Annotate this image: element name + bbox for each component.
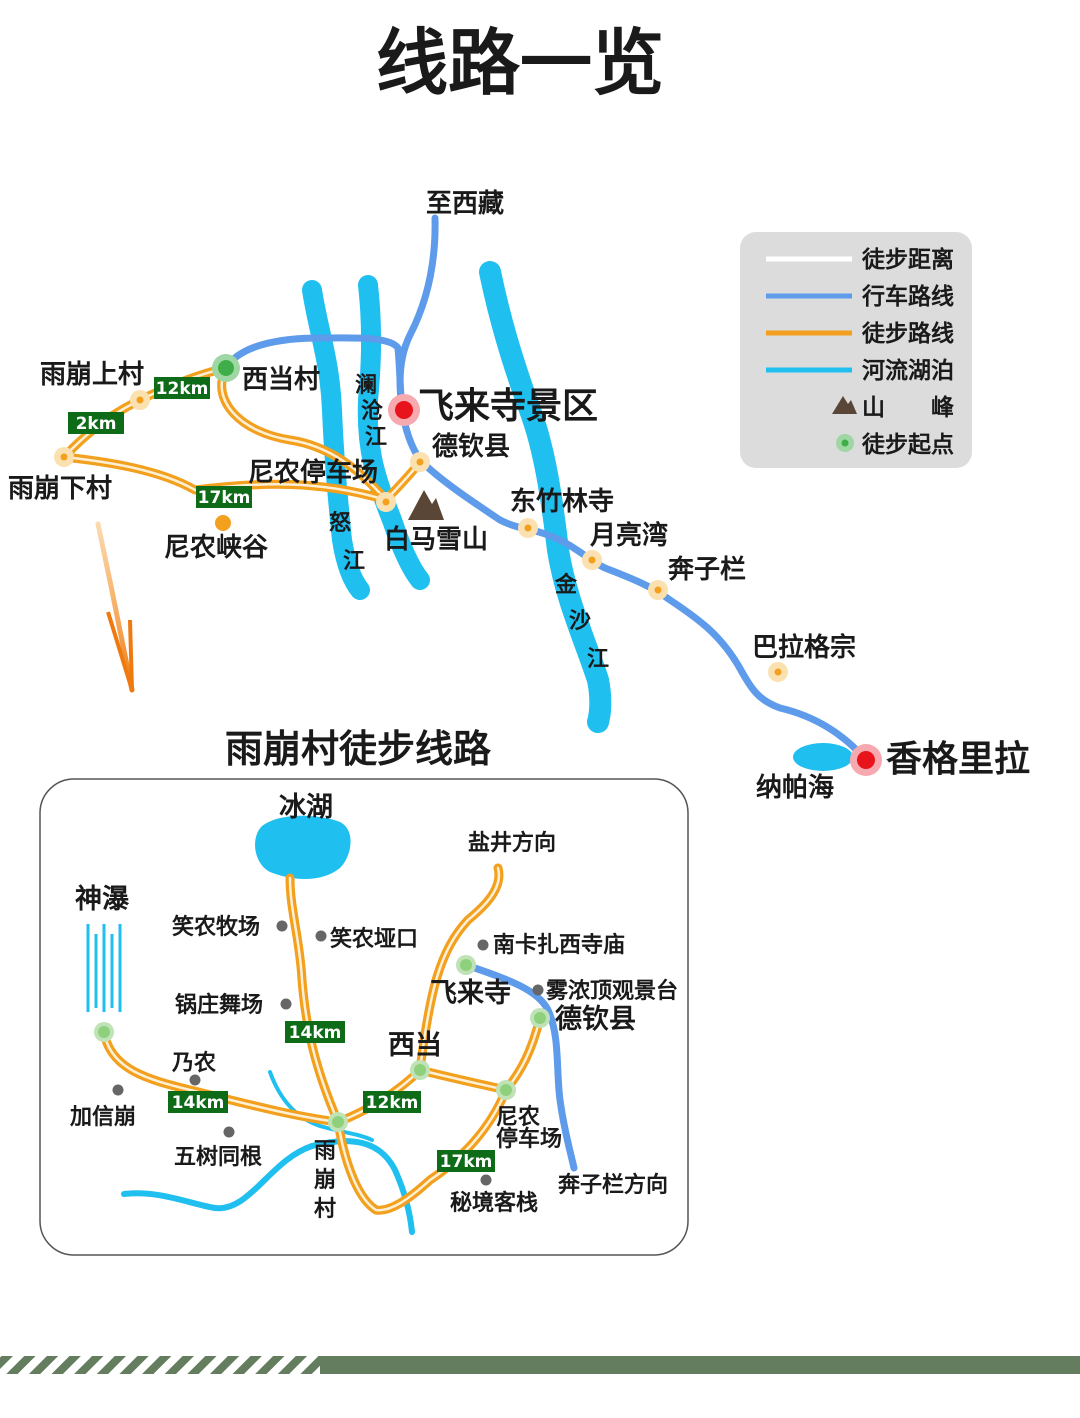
napahai-lake <box>793 743 853 771</box>
footer-hatch <box>0 1356 320 1374</box>
label-balagezong: 巴拉格宗 <box>752 632 856 663</box>
footer-bar <box>0 1356 1080 1374</box>
label-baima-mountain: 白马雪山 <box>384 524 488 555</box>
svg-text:江: 江 <box>365 425 387 450</box>
inset-label-yubeng: 雨 崩 村 <box>314 1139 336 1222</box>
inset-distance-badge-0: 14km <box>285 1021 345 1043</box>
label-feilai-scenic: 飞来寺景区 <box>418 386 598 427</box>
svg-text:12km: 12km <box>156 379 209 399</box>
legend-label-2: 徒步路线 <box>861 320 954 347</box>
distance-badge-12km: 12km <box>154 377 210 399</box>
svg-text:17km: 17km <box>440 1152 493 1172</box>
gorge-marker <box>215 515 231 531</box>
label-dongzhulin: 东竹林寺 <box>510 486 614 517</box>
road-to-tibet <box>396 214 439 412</box>
distance-badge-17km: 17km <box>196 486 252 508</box>
road-feilai-shangrila <box>398 404 870 764</box>
inset-distance-badge-2: 12km <box>363 1091 421 1113</box>
distance-badge-2km: 2km <box>68 412 124 434</box>
svg-text:尼农: 尼农 <box>496 1104 540 1130</box>
svg-text:江: 江 <box>343 549 365 574</box>
inset-road <box>462 961 578 1172</box>
footer-solid <box>320 1356 1080 1374</box>
inset-distance-badge-1: 14km <box>168 1091 228 1113</box>
svg-text:停车场: 停车场 <box>496 1126 562 1152</box>
inset-poi-dots <box>112 920 544 1186</box>
inset-label-shenpu: 神瀑 <box>75 884 130 915</box>
inset-label-xidang: 西当 <box>388 1030 442 1061</box>
inset-label-feilai-temple: 飞来寺 <box>430 978 511 1009</box>
inset-distance-badge-3: 17km <box>437 1150 495 1172</box>
inset-label-xiaonong-pass: 笑农垭口 <box>330 926 418 952</box>
inset-label-mijing: 秘境客栈 <box>450 1190 538 1216</box>
legend-label-5: 徒步起点 <box>861 431 954 458</box>
svg-text:崩: 崩 <box>314 1168 336 1193</box>
inset-label-ice-lake: 冰湖 <box>279 792 333 823</box>
svg-text:12km: 12km <box>366 1093 419 1113</box>
inset-label-deqin: 德钦县 <box>555 1004 636 1035</box>
mountain-icon <box>408 490 444 520</box>
svg-text:沙: 沙 <box>569 609 591 634</box>
label-to-tibet: 至西藏 <box>426 189 504 219</box>
label-ninong-gorge: 尼农峡谷 <box>164 533 269 563</box>
svg-text:17km: 17km <box>198 488 251 508</box>
label-shangri-la: 香格里拉 <box>886 739 1030 780</box>
label-napahai: 纳帕海 <box>756 772 834 803</box>
inset-label-nainong: 乃农 <box>171 1050 216 1076</box>
svg-text:村: 村 <box>314 1197 336 1222</box>
inset-label-yanjing: 盐井方向 <box>468 830 556 856</box>
inset-label-guozhuang: 锅庄舞场 <box>175 992 263 1018</box>
svg-text:2km: 2km <box>76 414 117 434</box>
river-label-jinsha: 金 沙 江 <box>554 572 609 672</box>
svg-text:怒: 怒 <box>329 510 351 536</box>
inset-label-wunong: 雾浓顶观景台 <box>546 978 678 1004</box>
inset-title: 雨崩村徒步线路 <box>225 727 492 771</box>
svg-text:14km: 14km <box>289 1023 342 1043</box>
inset-label-ninong-parking: 尼农 停车场 <box>496 1104 562 1152</box>
inset-label-benzilan: 奔子栏方向 <box>558 1172 668 1198</box>
road-xidang-loop <box>222 334 406 412</box>
legend-panel <box>740 232 972 468</box>
label-yubeng-upper: 雨崩上村 <box>40 360 144 390</box>
label-deqin: 德钦县 <box>432 432 510 462</box>
waterfall-icon <box>86 924 122 1012</box>
ice-lake <box>255 815 351 879</box>
label-xidang: 西当村 <box>242 365 320 395</box>
legend-mountain-icon <box>832 396 857 414</box>
inset-label-jiaxinbeng: 加信崩 <box>69 1104 136 1130</box>
inset-frame <box>39 778 689 1256</box>
inset-river-branch <box>268 1070 374 1142</box>
main-map: 12km 2km 17km 至西藏 雨崩上村 西当村 飞来寺景区 德钦县 雨崩下… <box>8 189 1030 803</box>
legend-label-1: 行车路线 <box>861 283 954 310</box>
label-yubeng-lower: 雨崩下村 <box>8 474 112 504</box>
svg-text:金: 金 <box>554 572 578 598</box>
river-label-lancang: 澜 沧 江 <box>355 373 387 450</box>
legend-label-3: 河流湖泊 <box>862 357 954 384</box>
page-title: 线路一览 <box>376 21 664 105</box>
svg-text:江: 江 <box>587 647 609 672</box>
label-benzilan: 奔子栏 <box>668 555 746 585</box>
inset-river-main <box>121 1138 415 1235</box>
legend: 徒步距离 行车路线 徒步路线 河流湖泊 山 峰 徒步起点 <box>740 232 972 468</box>
down-arrow-icon <box>95 521 135 693</box>
inset-start-nodes <box>94 955 550 1132</box>
label-yueliangwan: 月亮湾 <box>589 520 668 551</box>
inset-label-nanka: 南卡扎西寺庙 <box>493 932 625 958</box>
inset-label-xiaonong-pasture: 笑农牧场 <box>172 914 260 940</box>
legend-label-4: 山 峰 <box>862 395 955 421</box>
inset-map: 14km 14km 12km 17km 冰湖 盐井方向 神瀑 笑农牧场 笑农垭口… <box>39 778 689 1256</box>
legend-label-0: 徒步距离 <box>861 246 954 273</box>
river-label-nu: 怒 江 <box>329 510 365 574</box>
svg-text:14km: 14km <box>172 1093 225 1113</box>
svg-text:沧: 沧 <box>361 398 383 424</box>
label-ninong-parking: 尼农停车场 <box>248 457 378 488</box>
svg-text:澜: 澜 <box>355 373 377 398</box>
svg-text:雨: 雨 <box>314 1139 336 1164</box>
inset-label-wushu: 五树同根 <box>174 1144 262 1170</box>
